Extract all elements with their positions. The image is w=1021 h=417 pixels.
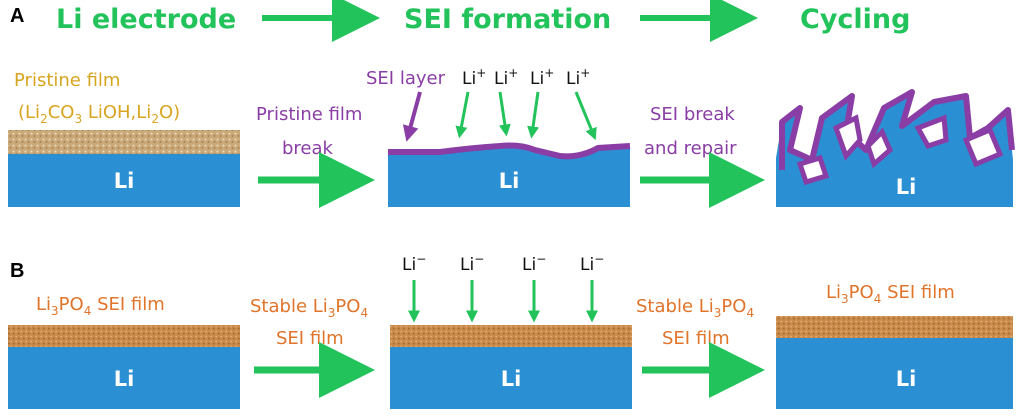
cycled-li-electrode <box>776 89 1015 207</box>
li3po4-film-layer-3 <box>776 316 1013 338</box>
svg-text:Li−: Li− <box>460 252 484 275</box>
arrow2-label-line1: SEI break <box>650 104 735 125</box>
li3po4-film-layer-1 <box>8 325 240 347</box>
panel-a-label: A <box>10 5 24 27</box>
svg-text:Li+: Li+ <box>462 66 486 89</box>
svg-text:Li−: Li− <box>402 252 426 275</box>
li-plus-ion-4: Li+ <box>566 66 597 141</box>
li-minus-ion-1: Li− <box>402 252 426 323</box>
li-label-2: Li <box>499 169 520 193</box>
pristine-film-formula: (Li2CO3 LiOH,Li2O) <box>18 102 180 126</box>
pristine-film-label: Pristine film <box>14 70 120 91</box>
header-cycling: Cycling <box>800 4 910 35</box>
li-electrode-b1 <box>8 347 240 409</box>
arrowb2-label-line2: SEI film <box>662 328 730 349</box>
li-plus-ion-2: Li+ <box>494 66 518 137</box>
li3po4-film-label-1: Li3PO4 SEI film <box>36 294 165 318</box>
arrowb1-label-line2: SEI film <box>276 328 344 349</box>
sei-layer-label: SEI layer <box>366 68 446 89</box>
svg-text:Li+: Li+ <box>566 66 590 89</box>
arrow1-label-line2: break <box>282 138 334 159</box>
svg-text:Li+: Li+ <box>530 66 554 89</box>
svg-text:Li−: Li− <box>522 252 546 275</box>
li-label-3: Li <box>896 175 917 199</box>
li-plus-ion-1: Li+ <box>455 66 486 139</box>
arrowb2-label-line1: Stable Li3PO4 <box>636 296 754 320</box>
sei-layer-line <box>388 142 631 160</box>
li-minus-ion-4: Li− <box>580 252 604 323</box>
li-minus-ion-3: Li− <box>522 252 546 323</box>
li-plus-ion-3: Li+ <box>527 66 554 139</box>
header-sei-formation: SEI formation <box>404 4 611 35</box>
li-electrode-b3 <box>776 338 1013 409</box>
li3po4-film-label-3: Li3PO4 SEI film <box>826 282 955 306</box>
li-label-1: Li <box>114 169 135 193</box>
arrow2-label-line2: and repair <box>644 138 737 159</box>
pristine-film-layer <box>8 130 240 154</box>
li-label-b1: Li <box>114 367 135 391</box>
svg-text:Li−: Li− <box>580 252 604 275</box>
header-li-electrode: Li electrode <box>56 4 236 35</box>
li-electrode-b2 <box>390 347 632 409</box>
li-label-b3: Li <box>896 367 917 391</box>
li-label-b2: Li <box>501 367 522 391</box>
li-minus-ion-2: Li− <box>460 252 484 323</box>
panel-b-label: B <box>10 260 24 282</box>
li3po4-film-layer-2 <box>390 325 632 347</box>
arrow1-label-line1: Pristine film <box>256 104 362 125</box>
li-electrode-2 <box>388 145 630 207</box>
sei-layer-pointer <box>402 91 422 142</box>
li-electrode-1 <box>8 154 240 207</box>
svg-text:Li+: Li+ <box>494 66 518 89</box>
arrowb1-label-line1: Stable Li3PO4 <box>250 296 368 320</box>
